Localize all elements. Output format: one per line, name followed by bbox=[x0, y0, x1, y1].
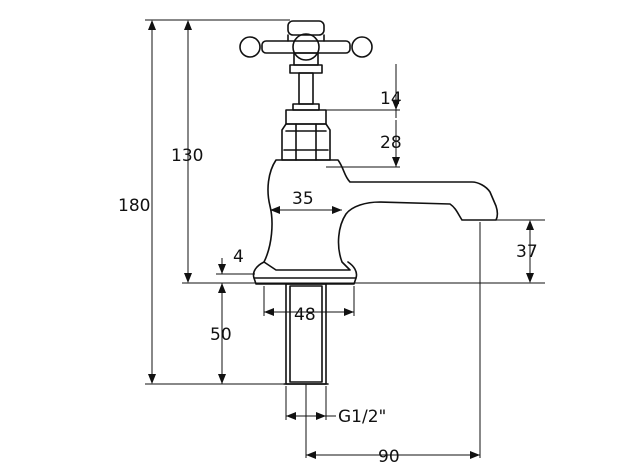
dim-overall-height: 180 bbox=[118, 196, 150, 216]
dim-spout-neck: 35 bbox=[292, 189, 314, 209]
dimension-labels: 180 130 14 28 35 37 4 48 50 G1/2" 90 bbox=[118, 89, 538, 467]
threaded-shank bbox=[283, 283, 329, 385]
dim-handle-stem: 14 bbox=[380, 89, 402, 109]
spindle-stem bbox=[292, 72, 320, 111]
dim-spout-height: 37 bbox=[516, 242, 538, 262]
dim-base-thickness: 4 bbox=[233, 247, 244, 267]
dimension-lines bbox=[148, 20, 534, 459]
dim-base-width: 48 bbox=[294, 305, 316, 325]
extension-lines bbox=[145, 19, 545, 458]
tap-body bbox=[263, 159, 499, 271]
headgear-nut bbox=[281, 109, 331, 161]
dim-height-to-handle: 130 bbox=[171, 146, 203, 166]
dim-thread-size: G1/2" bbox=[338, 407, 386, 427]
dim-nut-height: 28 bbox=[380, 133, 402, 153]
cross-handle bbox=[239, 20, 373, 74]
dim-projection: 90 bbox=[378, 447, 400, 467]
dim-shank-length: 50 bbox=[210, 325, 232, 345]
tap-outline bbox=[239, 20, 499, 385]
